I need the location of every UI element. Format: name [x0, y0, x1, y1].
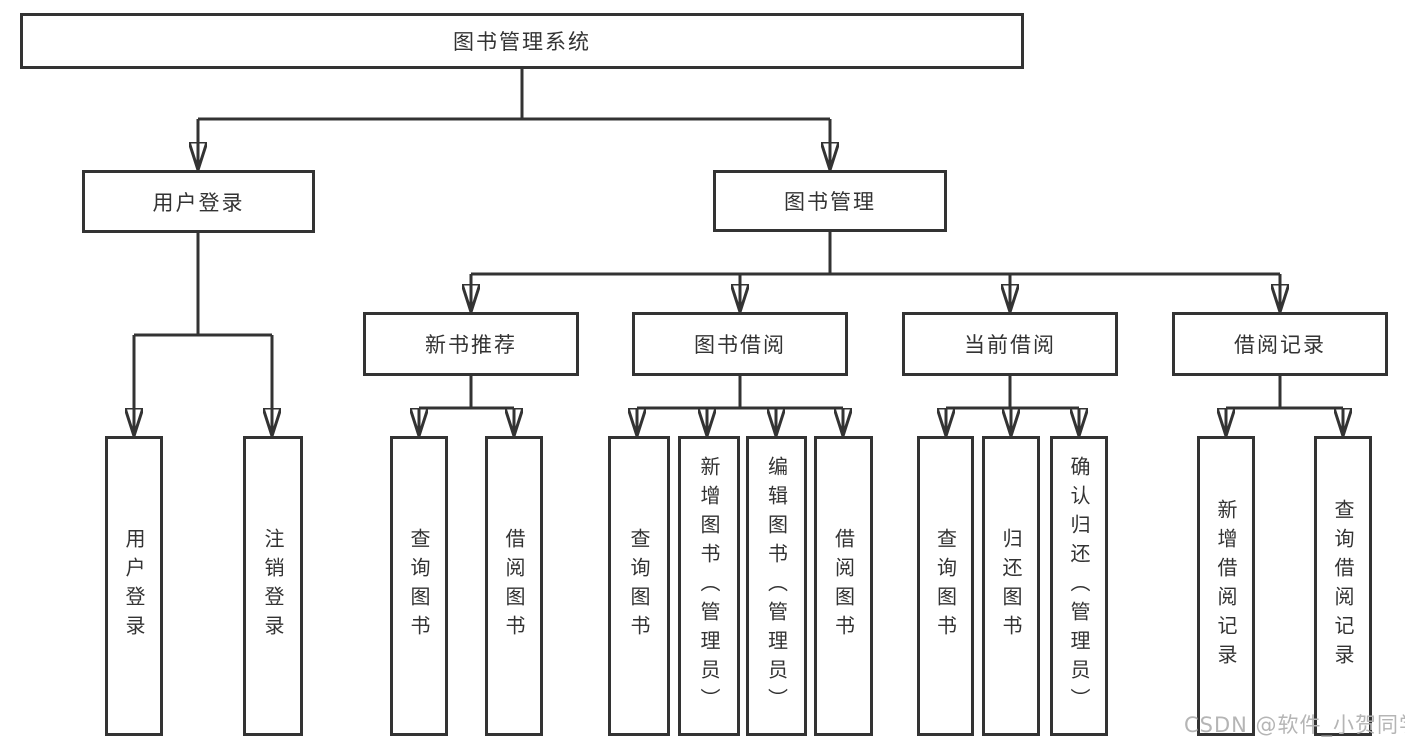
edge-new-book-trunk — [419, 376, 514, 410]
node-book-borrow: 图书借阅 — [632, 312, 848, 376]
edge-user-login-trunk — [134, 233, 272, 337]
leaf-add-books-admin: 新增图书（管理员） — [678, 436, 740, 736]
leaf-add-borrow-record: 新增借阅记录 — [1197, 436, 1255, 736]
edge-book-management-trunk — [471, 232, 1280, 276]
leaf-logout-label: 注销登录 — [261, 528, 285, 644]
leaf-query-books-1-label: 查询图书 — [407, 528, 431, 644]
leaf-borrow-books-1: 借阅图书 — [485, 436, 543, 736]
leaf-confirm-return-admin-label: 确认归还（管理员） — [1067, 455, 1091, 717]
leaf-borrow-books-2: 借阅图书 — [814, 436, 873, 736]
leaf-return-books-label: 归还图书 — [999, 528, 1023, 644]
node-new-book-recommend: 新书推荐 — [363, 312, 579, 376]
leaf-user-login: 用户登录 — [105, 436, 163, 736]
leaf-borrow-books-1-label: 借阅图书 — [502, 528, 526, 644]
edge-borrow-records-trunk — [1226, 376, 1343, 410]
edge-root-trunk — [198, 69, 830, 121]
leaf-query-borrow-record: 查询借阅记录 — [1314, 436, 1372, 736]
leaf-edit-books-admin: 编辑图书（管理员） — [746, 436, 807, 736]
leaf-add-borrow-record-label: 新增借阅记录 — [1214, 499, 1238, 673]
leaf-add-books-admin-label: 新增图书（管理员） — [697, 455, 721, 717]
leaf-edit-books-admin-label: 编辑图书（管理员） — [764, 455, 789, 717]
node-current-borrow: 当前借阅 — [902, 312, 1118, 376]
leaf-confirm-return-admin: 确认归还（管理员） — [1050, 436, 1108, 736]
leaf-query-books-2: 查询图书 — [608, 436, 670, 736]
leaf-return-books: 归还图书 — [982, 436, 1040, 736]
node-borrow-records: 借阅记录 — [1172, 312, 1388, 376]
node-root: 图书管理系统 — [20, 13, 1024, 69]
leaf-query-books-3: 查询图书 — [917, 436, 974, 736]
leaf-user-login-label: 用户登录 — [122, 528, 146, 644]
leaf-query-books-1: 查询图书 — [390, 436, 448, 736]
watermark-text: CSDN @软件_小贺同学 — [1184, 713, 1405, 737]
leaf-query-borrow-record-label: 查询借阅记录 — [1331, 499, 1355, 673]
leaf-logout: 注销登录 — [243, 436, 303, 736]
leaf-query-books-2-label: 查询图书 — [627, 528, 651, 644]
leaf-borrow-books-2-label: 借阅图书 — [831, 528, 856, 644]
node-user-login: 用户登录 — [82, 170, 315, 233]
edge-book-borrow-trunk — [637, 376, 843, 410]
leaf-query-books-3-label: 查询图书 — [933, 528, 958, 644]
edge-current-borrow-trunk — [946, 376, 1079, 410]
node-book-management: 图书管理 — [713, 170, 947, 232]
